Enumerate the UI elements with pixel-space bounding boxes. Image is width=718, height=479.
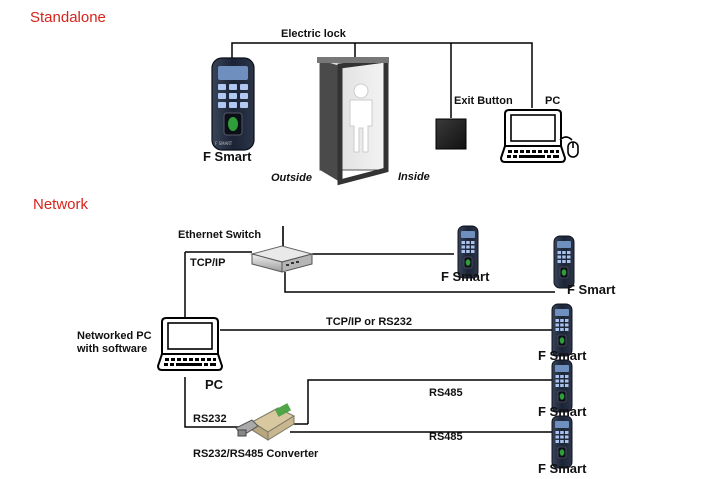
- fsmart-label-2: F Smart: [567, 282, 616, 297]
- standalone-pc-icon: [500, 109, 566, 163]
- network-pc-label: PC: [205, 377, 224, 392]
- standalone-section-title: Standalone: [30, 9, 106, 26]
- network-wiring: [184, 251, 555, 433]
- rs485-label-1: RS485: [429, 387, 463, 399]
- standalone-fsmart-device: F SMART: [211, 57, 255, 151]
- rs485-label-2: RS485: [429, 431, 463, 443]
- standalone-device-label: F Smart: [203, 149, 252, 164]
- exit-button-label: Exit Button: [454, 95, 513, 107]
- networked-pc-label-line2: with software: [77, 343, 148, 355]
- fsmart-label-1: F Smart: [441, 269, 490, 284]
- door-illustration: [317, 57, 389, 186]
- outside-label: Outside: [271, 172, 312, 184]
- fsmart-label-4: F Smart: [538, 404, 587, 419]
- inside-label: Inside: [398, 171, 430, 183]
- svg-text:F SMART: F SMART: [215, 141, 233, 146]
- fsmart-label-5: F Smart: [538, 461, 587, 476]
- network-fsmart-2: [553, 235, 575, 289]
- standalone-pc-label: PC: [545, 95, 561, 107]
- network-section-title: Network: [33, 196, 89, 213]
- electric-lock-label: Electric lock: [281, 28, 346, 40]
- converter-label: RS232/RS485 Converter: [193, 448, 319, 460]
- networked-pc-label-line1: Networked PC: [77, 330, 152, 342]
- ethernet-switch-label: Ethernet Switch: [178, 229, 262, 241]
- tcp-ip-label: TCP/IP: [190, 257, 226, 269]
- ethernet-switch-icon: [250, 226, 314, 273]
- converter-icon: [235, 403, 296, 441]
- tcp-ip-rs232-label: TCP/IP or RS232: [326, 316, 412, 328]
- mouse-icon: [559, 136, 579, 158]
- networked-pc-icon: [157, 317, 223, 371]
- fsmart-label-3: F Smart: [538, 348, 587, 363]
- rs232-label: RS232: [193, 413, 227, 425]
- exit-button-illustration: [435, 118, 467, 150]
